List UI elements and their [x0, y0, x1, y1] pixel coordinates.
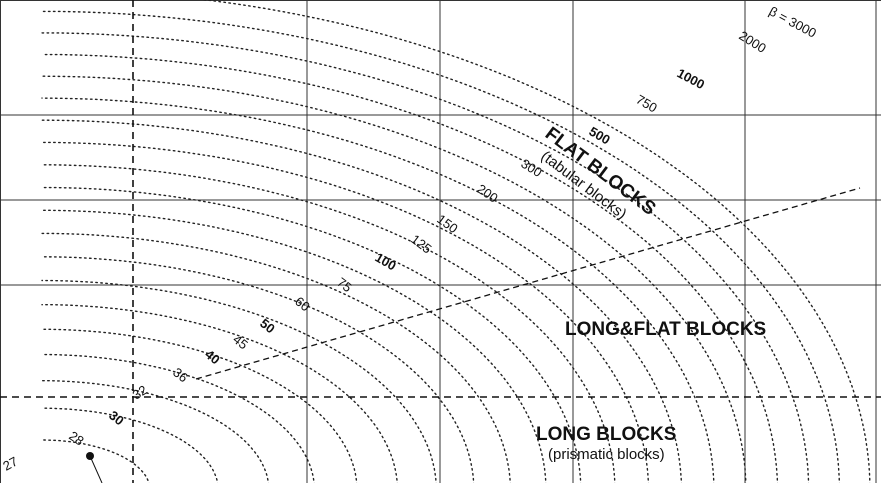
contour-label-150: 150: [434, 211, 460, 236]
contour-line-1000: [41, 32, 810, 483]
long-blocks-title: LONG BLOCKS: [536, 424, 676, 445]
contour-label-45: 45: [230, 332, 251, 353]
contour-label-50: 50: [257, 316, 278, 337]
contour-label-125: 125: [408, 231, 434, 256]
contour-lines: [41, 0, 871, 483]
contour-line-300: [41, 97, 715, 483]
contour-label-30: 30: [106, 408, 127, 429]
long-flat-blocks-title: LONG&FLAT BLOCKS: [565, 319, 766, 340]
contour-line-750: [41, 53, 779, 483]
contour-label-75: 75: [334, 274, 355, 295]
boundary-diagonal-dashed: [195, 187, 861, 380]
contour-line-150: [41, 141, 650, 483]
contour-line-60: [41, 232, 511, 483]
contour-line-28: [41, 407, 219, 483]
contour-label-500: 500: [587, 124, 613, 148]
contour-line-40: [41, 304, 398, 483]
contour-line-125: [41, 164, 616, 483]
contour-line-50: [41, 256, 475, 483]
contour-line-2000: [41, 10, 841, 483]
contour-line-27: [41, 439, 150, 483]
contour-line-36: [41, 328, 358, 483]
contour-label-60: 60: [292, 294, 313, 315]
contour-line-30: [41, 380, 270, 483]
long-blocks-subtitle: (prismatic blocks): [548, 446, 665, 463]
contour-line-45: [41, 279, 437, 483]
contour-line-200: [41, 119, 683, 483]
contour-line-500: [41, 75, 747, 483]
sample-point-leader: [89, 455, 103, 483]
contour-label-3000: β = 3000: [767, 3, 819, 40]
contour-labels: β = 3000 2000 1000 750 500 300 200 150 1…: [0, 3, 818, 473]
contour-label-32: 32: [130, 382, 150, 402]
contour-label-40: 40: [202, 347, 223, 368]
contour-label-36: 36: [170, 365, 191, 386]
contour-label-200: 200: [474, 181, 500, 206]
contour-line-75: [41, 209, 547, 483]
contour-line-32: [41, 353, 315, 483]
contour-line-100: [41, 186, 582, 483]
contour-label-750: 750: [634, 92, 660, 116]
contour-line-3000: [200, 0, 871, 483]
contour-label-1000: 1000: [675, 65, 708, 92]
contour-label-27: 27: [0, 454, 20, 474]
contour-label-28: 28: [66, 428, 86, 449]
contour-label-2000: 2000: [736, 28, 768, 56]
region-labels: FLAT BLOCKS (tabular blocks) LONG&FLAT B…: [536, 123, 766, 463]
